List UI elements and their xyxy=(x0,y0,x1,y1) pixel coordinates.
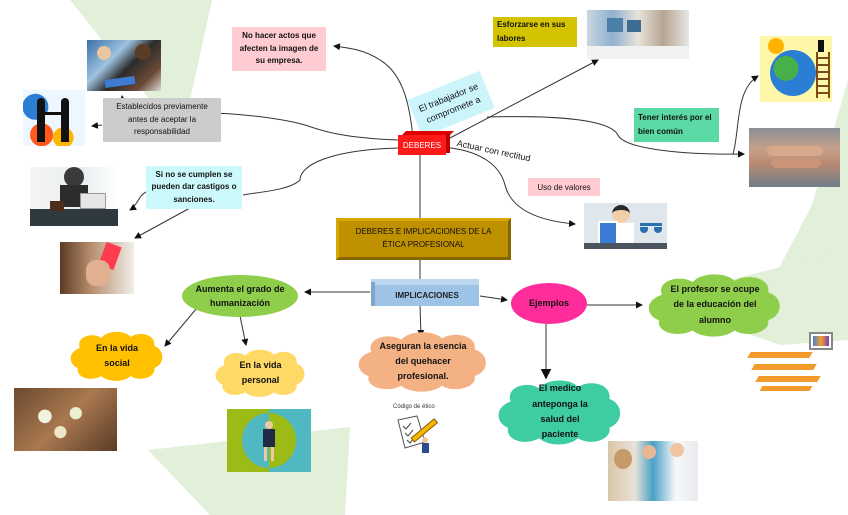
entrevista-image xyxy=(87,40,161,91)
vida-social-cloud[interactable]: En la vida social xyxy=(68,330,166,382)
interes-comun-note: Tener interés por el bien común xyxy=(634,108,719,142)
medico-cloud[interactable]: El medico anteponga la salud del pacient… xyxy=(495,378,625,446)
manos-image xyxy=(749,128,840,187)
esencia-label: Aseguran la esencia del quehacer profesi… xyxy=(379,340,467,382)
connector-castigos xyxy=(242,147,399,196)
aula-image xyxy=(745,330,835,395)
mundo-image xyxy=(760,36,832,102)
vida-personal-cloud[interactable]: En la vida personal xyxy=(213,348,308,398)
negocio-image xyxy=(23,90,85,146)
juez-image xyxy=(30,167,118,226)
tarjeta-roja-image xyxy=(60,242,134,294)
connector-mundo xyxy=(732,75,759,155)
valores-image xyxy=(584,203,667,249)
profesor-label: El profesor se ocupe de la educación del… xyxy=(670,284,760,325)
connector-bien-comun xyxy=(486,116,745,158)
ejemplos-node[interactable]: Ejemplos xyxy=(511,283,587,324)
vida-personal-label: En la vida personal xyxy=(239,359,282,385)
main-title: DEBERES E IMPLICACIONES DE LA ÉTICA PROF… xyxy=(336,218,511,260)
connector-tarjeta xyxy=(134,207,191,239)
connector-negocio xyxy=(91,121,103,129)
connector-vida-social xyxy=(164,307,198,347)
deberes-label: DEBERES xyxy=(398,135,446,155)
humanizacion-node[interactable]: Aumenta el grado de humanización xyxy=(182,275,298,317)
codigo-etico-image xyxy=(395,414,439,454)
connector-valores xyxy=(441,146,576,227)
oficina-image xyxy=(587,10,689,59)
vida-social-label: En la vida social xyxy=(95,342,139,368)
connector-juez xyxy=(129,191,147,211)
persona-image xyxy=(227,409,311,472)
codigo-etico-caption: Código de ético xyxy=(393,404,435,410)
comida-image xyxy=(14,388,117,451)
profesor-cloud[interactable]: El profesor se ocupe de la educación del… xyxy=(645,272,785,338)
connector-establecidos xyxy=(193,109,399,141)
connector-ejemplos xyxy=(479,295,508,303)
connector-esforzarse xyxy=(449,59,599,139)
implicaciones-label: IMPLICACIONES xyxy=(375,285,479,306)
castigos-note: Si no se cumplen se pueden dar castigos … xyxy=(146,166,242,209)
connector-esencia xyxy=(417,305,425,337)
connector-no-hacer-actos xyxy=(333,43,414,138)
implicaciones-node[interactable]: IMPLICACIONES xyxy=(371,279,479,306)
background-triangle-right xyxy=(778,80,848,270)
medico-label: El medico anteponga la salud del pacient… xyxy=(532,383,588,440)
uso-valores-note: Uso de valores xyxy=(528,178,600,196)
no-hacer-actos-note: No hacer actos que afecten la imagen de … xyxy=(232,27,326,71)
establecidos-note: Establecidos previamente antes de acepta… xyxy=(103,98,221,142)
doctor-image xyxy=(608,441,698,501)
esforzarse-note: Esforzarse en sus labores xyxy=(493,17,577,47)
esencia-cloud[interactable]: Aseguran la esencia del quehacer profesi… xyxy=(355,330,491,393)
connector-vida-personal xyxy=(239,315,249,346)
pencil-document-icon xyxy=(397,415,439,453)
deberes-node[interactable]: DEBERES xyxy=(398,131,454,155)
